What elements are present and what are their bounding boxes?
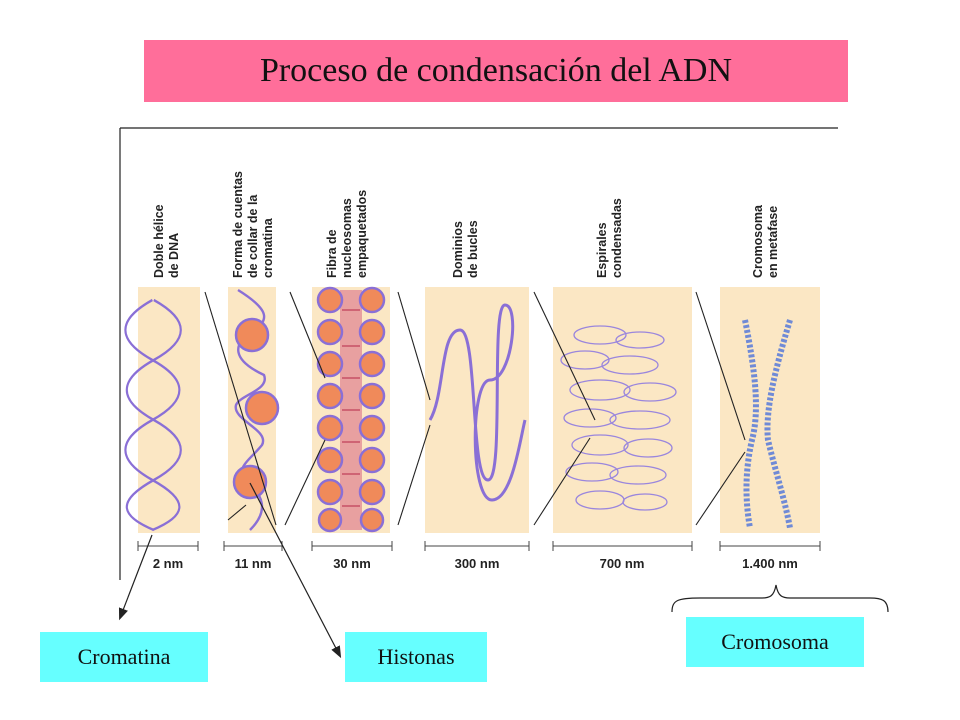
svg-text:Doble hélice: Doble hélice <box>152 204 166 278</box>
callout-cromosoma: Cromosoma <box>686 617 864 667</box>
scale-label-6: 1.400 nm <box>742 556 798 571</box>
histonas-arrow <box>249 482 342 659</box>
nucleosome-2 <box>244 390 280 426</box>
connector-lines <box>204 291 746 526</box>
cromosoma-brace <box>671 584 889 613</box>
svg-text:Cromosoma: Cromosoma <box>751 204 765 278</box>
title-banner: Proceso de condensación del ADN <box>144 40 848 102</box>
scale-label-1: 2 nm <box>153 556 183 571</box>
svg-text:cromatina: cromatina <box>261 217 275 278</box>
svg-text:Dominios: Dominios <box>451 221 465 278</box>
svg-text:nucleosomas: nucleosomas <box>340 198 354 278</box>
scale-label-4: 300 nm <box>455 556 500 571</box>
nucleosome-1 <box>234 317 270 353</box>
svg-text:empaquetados: empaquetados <box>355 190 369 278</box>
scale-label-2: 11 nm <box>235 556 272 571</box>
stage-label-4: Dominios de bucles <box>451 220 480 278</box>
double-helix-graphic <box>124 298 182 532</box>
stage-label-5: Espirales condensadas <box>595 198 624 278</box>
svg-text:en metafase: en metafase <box>766 206 780 278</box>
svg-text:Espirales: Espirales <box>595 222 609 278</box>
stage-label-6: Cromosoma en metafase <box>751 204 780 278</box>
stage-label-1: Doble hélice de DNA <box>152 204 181 278</box>
metaphase-chromosome-graphic <box>742 319 793 529</box>
callout-cromatina: Cromatina <box>40 632 208 682</box>
nucleosome-3 <box>232 464 268 500</box>
scale-label-5: 700 nm <box>600 556 645 571</box>
callout-cromosoma-label: Cromosoma <box>721 629 829 654</box>
scale-brackets <box>137 541 821 551</box>
svg-text:de DNA: de DNA <box>167 233 181 278</box>
callout-histonas-label: Histonas <box>377 644 455 669</box>
stage-label-2: Forma de cuentas de collar de la cromati… <box>231 171 275 278</box>
loop-domains-graphic <box>428 303 527 502</box>
nucleosome-fiber-graphic <box>316 286 386 533</box>
callout-histonas: Histonas <box>345 632 487 682</box>
svg-text:Forma de cuentas: Forma de cuentas <box>231 171 245 278</box>
scale-label-3: 30 nm <box>333 556 371 571</box>
stage-label-3: Fibra de nucleosomas empaquetados <box>325 190 369 278</box>
svg-text:de bucles: de bucles <box>466 220 480 278</box>
svg-text:de collar de la: de collar de la <box>246 194 260 278</box>
svg-text:condensadas: condensadas <box>610 198 624 278</box>
beads-on-string-graphic <box>232 288 280 531</box>
callout-cromatina-label: Cromatina <box>77 644 171 669</box>
page-title: Proceso de condensación del ADN <box>259 52 733 89</box>
svg-text:Fibra de: Fibra de <box>325 229 339 278</box>
cromatina-arrow <box>118 534 153 621</box>
